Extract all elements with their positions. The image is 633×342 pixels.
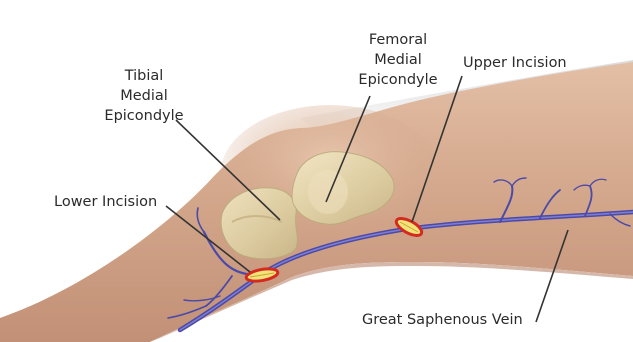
- tibial-line-1: Tibial: [104, 66, 183, 86]
- label-great-saphenous-vein: Great Saphenous Vein: [362, 310, 523, 330]
- femoral-line-3: Epicondyle: [358, 70, 437, 90]
- label-lower-incision: Lower Incision: [54, 192, 157, 212]
- femoral-line-1: Femoral: [358, 30, 437, 50]
- tibial-line-3: Epicondyle: [104, 106, 183, 126]
- femoral-line-2: Medial: [358, 50, 437, 70]
- tibial-line-2: Medial: [104, 86, 183, 106]
- label-femoral-medial-epicondyle: Femoral Medial Epicondyle: [358, 30, 437, 90]
- tibia-bone: [221, 188, 297, 259]
- label-upper-incision: Upper Incision: [463, 53, 567, 73]
- label-tibial-medial-epicondyle: Tibial Medial Epicondyle: [104, 66, 183, 126]
